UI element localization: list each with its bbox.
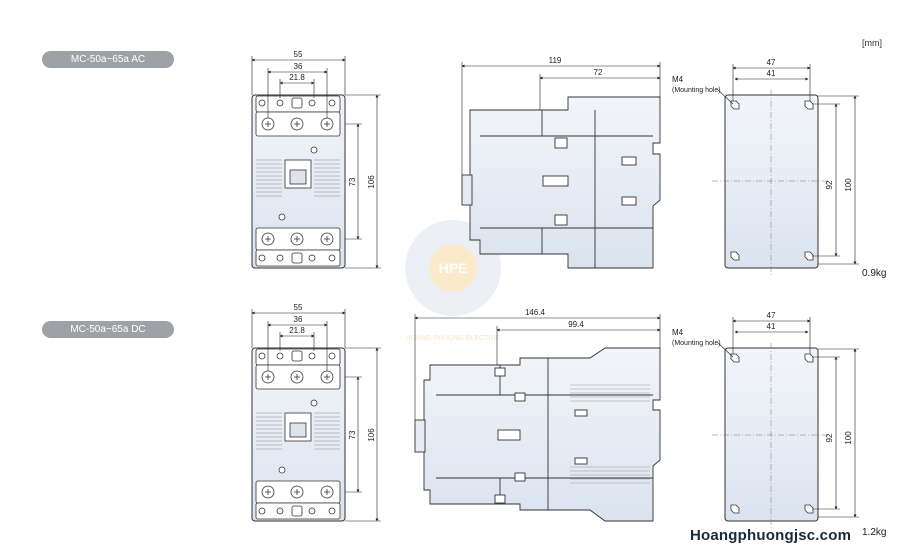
dim-mount-houter-ac: 100 xyxy=(844,178,853,192)
side-dims-dc xyxy=(414,314,661,420)
model-badge-dc: MC-50a~65a DC xyxy=(42,321,174,338)
dim-mount-wouter-ac: 47 xyxy=(767,58,776,67)
dim-mount-winner-ac: 41 xyxy=(767,69,776,78)
dim-mount-hinner-dc: 92 xyxy=(825,433,834,442)
dim-front-htotal-ac: 106 xyxy=(367,175,376,189)
mount-hole-label-ac: M4 xyxy=(672,75,684,84)
dim-mount-houter-dc: 100 xyxy=(844,431,853,445)
dim-front-inner-dc: 36 xyxy=(294,315,303,324)
watermark-logo-text: HPE xyxy=(439,260,468,276)
unit-label: [mm] xyxy=(862,38,882,48)
watermark-caption: HOANG PHUONG ELECTRIC xyxy=(406,335,501,342)
mount-view-dc xyxy=(712,343,830,528)
mount-hole-note-dc: (Mounting hole) xyxy=(672,340,721,347)
dim-front-hinner-ac: 73 xyxy=(348,177,357,186)
dim-mount-wouter-dc: 47 xyxy=(767,311,776,320)
side-view-dc xyxy=(414,347,661,522)
site-label: Hoangphuongjsc.com xyxy=(690,527,852,544)
dim-front-htotal-dc: 106 xyxy=(367,428,376,442)
dim-side-depth-ac: 119 xyxy=(549,56,562,65)
dim-front-pitch-dc: 21.8 xyxy=(289,326,305,335)
dim-side-depth-dc: 146.4 xyxy=(525,308,546,317)
dim-front-pitch-ac: 21.8 xyxy=(289,73,305,82)
weight-dc: 1.2kg xyxy=(862,527,887,538)
dim-front-width-dc: 55 xyxy=(294,303,303,312)
front-view-ac xyxy=(251,94,346,269)
mount-view-ac xyxy=(712,90,830,275)
dim-front-inner-ac: 36 xyxy=(294,62,303,71)
watermark-logo: HPE HOANG PHUONG ELECTRIC xyxy=(405,220,501,342)
mount-hole-note-ac: (Mounting hole) xyxy=(672,87,721,94)
mount-hole-label-dc: M4 xyxy=(672,328,684,337)
front-dims-ac xyxy=(251,56,381,269)
mount-dims-ac xyxy=(717,64,859,265)
weight-ac: 0.9kg xyxy=(862,268,887,279)
front-dims-dc xyxy=(251,309,381,522)
mount-dims-dc xyxy=(717,317,859,518)
dim-side-inner-dc: 99.4 xyxy=(568,320,584,329)
dim-side-inner-ac: 72 xyxy=(594,68,603,77)
side-dims-ac xyxy=(461,62,661,175)
side-view-ac xyxy=(461,96,661,269)
front-view-dc xyxy=(251,347,346,522)
dim-mount-hinner-ac: 92 xyxy=(825,180,834,189)
dim-mount-winner-dc: 41 xyxy=(767,322,776,331)
model-badge-ac: MC-50a~65a AC xyxy=(42,51,174,68)
dim-front-width-ac: 55 xyxy=(294,50,303,59)
dim-front-hinner-dc: 73 xyxy=(348,430,357,439)
